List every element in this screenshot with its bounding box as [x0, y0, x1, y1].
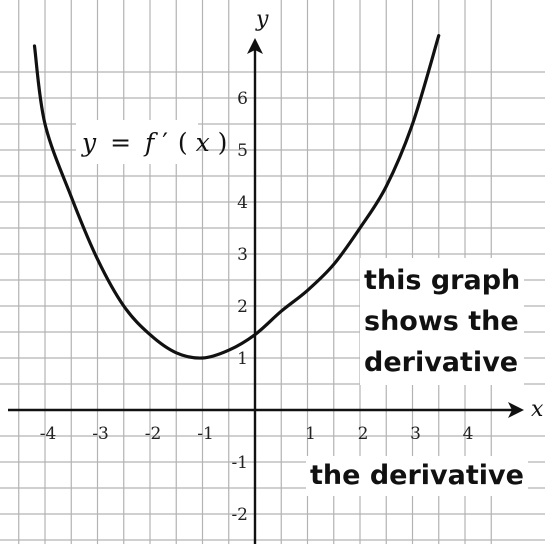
- annotation-top: this graph shows the derivative: [360, 258, 525, 385]
- y-axis-label: y: [255, 7, 269, 32]
- y-tick-label: -2: [231, 505, 248, 525]
- x-tick-label: 2: [358, 424, 369, 444]
- derivative-curve: [32, 34, 441, 360]
- x-tick-label: 4: [463, 424, 474, 444]
- y-tick-label: 3: [237, 245, 248, 265]
- y-tick-label: 1: [237, 349, 248, 369]
- x-tick-label: 1: [305, 424, 316, 444]
- y-tick-label: 5: [237, 141, 248, 161]
- axes: [8, 38, 524, 544]
- tick-labels: -4 -3 -2 -1 1 2 3 4 -2 -1 1 2 3 4 5 6: [40, 89, 474, 525]
- y-tick-label: 4: [237, 193, 248, 213]
- x-tick-label: 3: [410, 424, 421, 444]
- x-tick-label: -2: [145, 424, 162, 444]
- x-tick-label: -1: [197, 424, 214, 444]
- y-tick-label: 2: [237, 297, 248, 317]
- equation-label: y = f ′ ( x ): [81, 128, 227, 157]
- x-axis-label: x: [531, 397, 544, 422]
- x-axis-arrow: [508, 402, 524, 418]
- y-tick-label: -1: [231, 453, 248, 473]
- annotation-bottom: the derivative: [306, 456, 528, 496]
- y-tick-label: 6: [237, 89, 248, 109]
- y-axis-arrow: [247, 38, 263, 54]
- x-tick-label: -4: [40, 424, 57, 444]
- x-tick-label: -3: [92, 424, 109, 444]
- equation-label-bg: [76, 120, 198, 164]
